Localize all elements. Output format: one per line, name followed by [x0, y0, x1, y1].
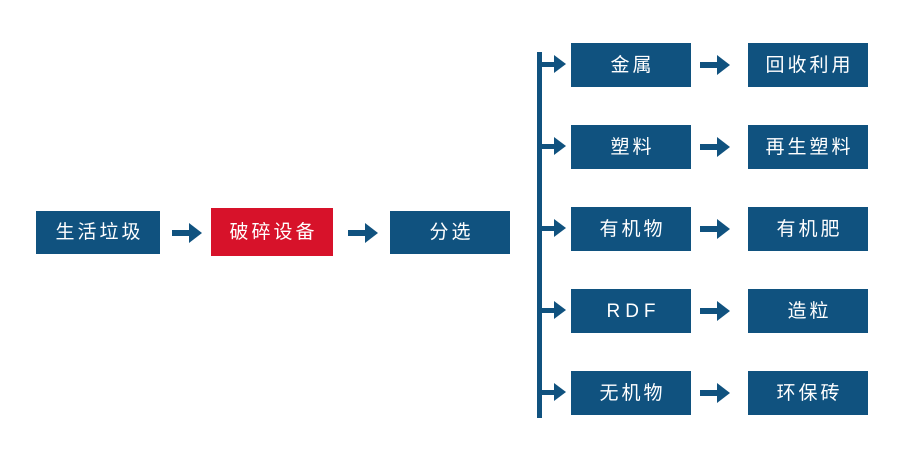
node-product-inorganic[interactable]: 环保砖: [748, 371, 868, 415]
arrow-shaft: [540, 308, 557, 313]
node-product-rdf[interactable]: 造粒: [748, 289, 868, 333]
node-product-organic[interactable]: 有机肥: [748, 207, 868, 251]
arrow-head: [554, 301, 566, 319]
branch-arrow-right-icon-rdf: [540, 300, 566, 322]
arrow-shaft: [540, 144, 557, 149]
arrow-shaft: [700, 62, 720, 68]
arrow-head: [189, 223, 202, 243]
arrow-shaft: [540, 62, 557, 67]
arrow-head: [554, 137, 566, 155]
arrow-shaft: [172, 230, 192, 236]
arrow-head: [554, 383, 566, 401]
arrow-shaft: [540, 390, 557, 395]
arrow-head: [717, 55, 730, 75]
arrow-shaft: [700, 144, 720, 150]
arrow-right-icon-inorganic-to-product: [700, 381, 730, 405]
arrow-right-icon-msw-to-crusher: [172, 221, 202, 245]
arrow-head: [717, 301, 730, 321]
node-fraction-inorganic[interactable]: 无机物: [571, 371, 691, 415]
node-sorting[interactable]: 分选: [390, 211, 510, 254]
branch-arrow-right-icon-inorganic: [540, 382, 566, 404]
arrow-shaft: [700, 226, 720, 232]
arrow-shaft: [700, 390, 720, 396]
node-crusher[interactable]: 破碎设备: [211, 208, 333, 256]
arrow-head: [717, 219, 730, 239]
node-fraction-metal[interactable]: 金属: [571, 43, 691, 87]
arrow-head: [365, 223, 378, 243]
arrow-head: [554, 55, 566, 73]
arrow-right-icon-rdf-to-product: [700, 299, 730, 323]
arrow-head: [717, 137, 730, 157]
arrow-shaft: [700, 308, 720, 314]
arrow-head: [554, 219, 566, 237]
node-product-plastic[interactable]: 再生塑料: [748, 125, 868, 169]
vertical-trunk-line: [537, 52, 542, 418]
arrow-right-icon-metal-to-product: [700, 53, 730, 77]
node-fraction-plastic[interactable]: 塑料: [571, 125, 691, 169]
arrow-right-icon-plastic-to-product: [700, 135, 730, 159]
branch-arrow-right-icon-organic: [540, 218, 566, 240]
arrow-shaft: [540, 226, 557, 231]
branch-arrow-right-icon-plastic: [540, 136, 566, 158]
arrow-right-icon-organic-to-product: [700, 217, 730, 241]
arrow-right-icon-crusher-to-sorting: [348, 221, 378, 245]
arrow-shaft: [348, 230, 368, 236]
branch-arrow-right-icon-metal: [540, 54, 566, 76]
node-product-metal[interactable]: 回收利用: [748, 43, 868, 87]
node-fraction-organic[interactable]: 有机物: [571, 207, 691, 251]
arrow-head: [717, 383, 730, 403]
node-fraction-rdf[interactable]: RDF: [571, 289, 691, 333]
node-msw[interactable]: 生活垃圾: [36, 211, 160, 254]
